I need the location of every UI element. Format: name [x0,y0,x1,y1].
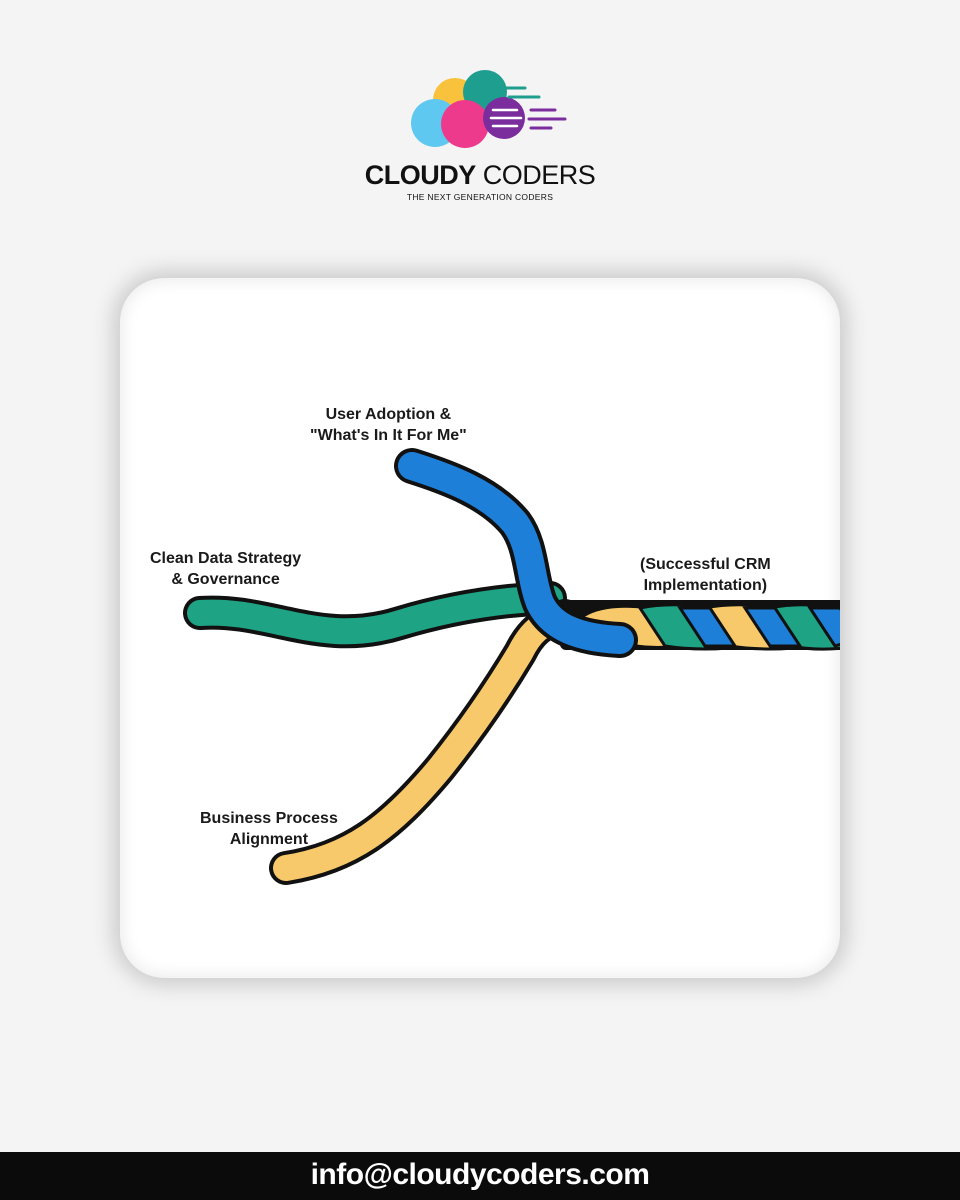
twisted-rope [560,600,840,651]
cloud-logo-icon [411,70,567,148]
label-successful-crm-line1: (Successful CRM [640,556,771,573]
label-business-process-line2: Alignment [229,831,309,848]
brand-tagline: THE NEXT GENERATION CODERS [406,192,554,202]
label-business-process-line1: Business Process [200,810,338,827]
label-user-adoption: User Adoption & "What's In It For Me" [310,404,467,446]
label-user-adoption-line1: User Adoption & [325,406,452,423]
strand-business-process [269,599,582,885]
label-user-adoption-line2: "What's In It For Me" [310,427,467,444]
label-successful-crm: (Successful CRM Implementation) [640,554,771,596]
brand-name: CLOUDY CODERS [0,160,960,191]
diagram-card: User Adoption & "What's In It For Me" Cl… [120,278,840,978]
rope-diagram [183,448,840,885]
label-business-process: Business Process Alignment [200,808,338,850]
label-clean-data-line2: & Governance [171,571,280,588]
brand-name-bold: CLOUDY [364,160,477,190]
footer-email[interactable]: info@cloudycoders.com [0,1152,960,1200]
label-clean-data-line1: Clean Data Strategy [150,550,302,567]
strand-clean-data [183,581,567,649]
label-successful-crm-line2: Implementation) [643,577,768,594]
brand-name-light: CODERS [482,160,596,190]
label-clean-data: Clean Data Strategy & Governance [150,548,301,590]
strand-user-adoption [394,448,638,658]
brand-logo: CLOUDY CODERS THE NEXT GENERATION CODERS [0,60,960,210]
